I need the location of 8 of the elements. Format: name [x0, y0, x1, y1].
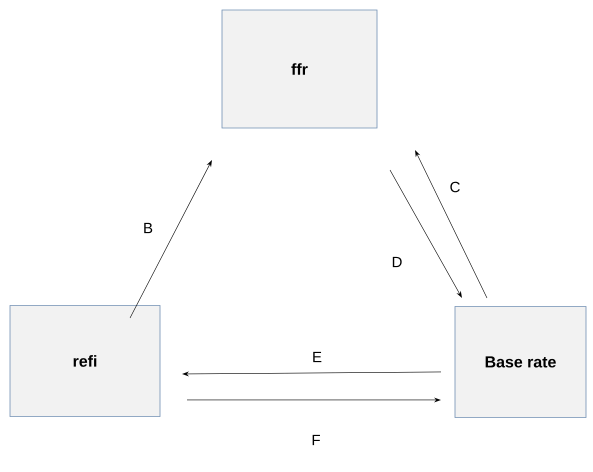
- edge-label: C: [448, 180, 462, 194]
- process-box: Base rate: [454, 306, 586, 418]
- edge-label: D: [390, 256, 404, 268]
- edge-label: E: [311, 350, 323, 364]
- process-box: ffr: [222, 10, 378, 128]
- edge-label: B: [142, 222, 154, 234]
- process-box: refi: [10, 305, 160, 417]
- edge-label: F: [310, 434, 322, 446]
